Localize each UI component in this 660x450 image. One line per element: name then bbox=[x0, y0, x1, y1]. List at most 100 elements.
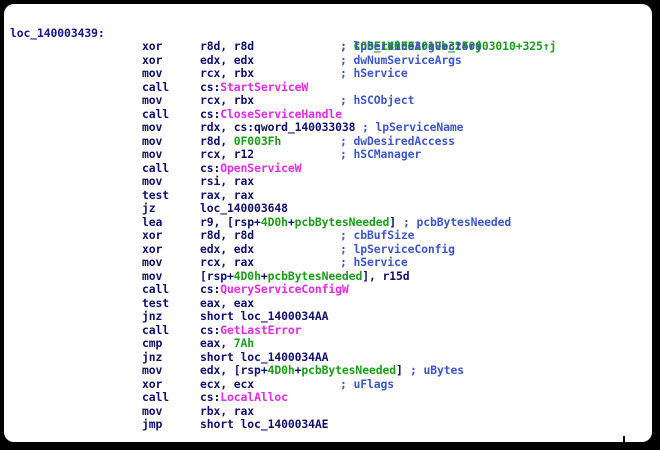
mnemonic: test bbox=[142, 187, 170, 202]
numeric-operand: 4D0h bbox=[233, 268, 261, 283]
comment: ; hSCManager bbox=[340, 147, 422, 161]
mnemonic: jz bbox=[142, 201, 156, 215]
api-name[interactable]: OpenServiceW bbox=[220, 160, 302, 175]
operand-text: short loc_1400034AE bbox=[200, 417, 329, 431]
operand-text: rcx, rax bbox=[200, 255, 255, 269]
operand-text: cs: bbox=[200, 322, 221, 337]
operand-text: short loc_1400034AA bbox=[200, 309, 329, 323]
instruction-line[interactable]: mov rcx, rax ; hService bbox=[10, 255, 650, 270]
xref-comment-2[interactable]: ; sub_140003010+32F↑j bbox=[340, 39, 482, 53]
mnemonic: mov bbox=[142, 255, 163, 269]
instruction-line[interactable]: mov[rsp+4D0h+pcbBytesNeeded], r15d bbox=[10, 268, 650, 284]
instruction-line[interactable]: call cs:LocalAlloc bbox=[10, 390, 650, 405]
numeric-operand: 7Ah bbox=[233, 336, 255, 350]
operand-text: rbx, rax bbox=[200, 403, 255, 418]
label-line: loc_140003439: ; CODE XREF: sub_14000301… bbox=[10, 13, 650, 53]
operands: cs:OpenServiceW bbox=[200, 160, 302, 176]
operand-text: edx, edx bbox=[200, 241, 255, 256]
comment: ; lpServiceName bbox=[362, 120, 464, 134]
mnemonic: mov bbox=[142, 133, 163, 148]
operands: edx, [rsp+4D0h+pcbBytesNeeded] bbox=[200, 363, 410, 378]
api-name[interactable]: GetLastError bbox=[220, 322, 302, 337]
mnemonic: call bbox=[142, 160, 170, 175]
operands: cs:LocalAlloc bbox=[200, 390, 288, 405]
operands: short loc_1400034AA bbox=[200, 309, 329, 324]
operands: short loc_1400034AE bbox=[200, 417, 329, 432]
operand-text: cs: bbox=[200, 79, 221, 94]
mnemonic: mov bbox=[142, 66, 163, 80]
operands: edx, edx bbox=[200, 52, 255, 68]
operand-text: + bbox=[294, 363, 302, 377]
instruction-line[interactable]: jz loc_140003648 bbox=[10, 201, 650, 216]
disassembly-listing: loc_140003439: ; CODE XREF: sub_14000301… bbox=[10, 13, 650, 432]
operand-text: edx, [rsp+ bbox=[200, 363, 268, 377]
operand-text: ecx, ecx bbox=[200, 376, 255, 391]
comment: ; cbBufSize bbox=[340, 228, 415, 242]
operand-text: r8d, r8d bbox=[200, 39, 255, 53]
operand-text: short loc_1400034AA bbox=[200, 349, 329, 364]
api-name[interactable]: QueryServiceConfigW bbox=[220, 282, 349, 296]
operands: rbx, rax bbox=[200, 403, 255, 419]
comment: ; lpServiceArgVectors bbox=[340, 39, 482, 53]
code-label[interactable]: loc_140003439: bbox=[10, 25, 105, 40]
operands: cs:QueryServiceConfigW bbox=[200, 282, 349, 297]
operands: [rsp+4D0h+pcbBytesNeeded], r15d bbox=[200, 268, 410, 284]
api-name[interactable]: StartServiceW bbox=[220, 79, 309, 94]
comment: ; uBytes bbox=[410, 363, 465, 377]
operands: rcx, rax bbox=[200, 255, 255, 270]
xref-comment[interactable]: ; CODE XREF: sub_140003010+325↑j bbox=[340, 39, 557, 53]
operands: r8d, r8d bbox=[200, 228, 254, 243]
numeric-operand: pcbBytesNeeded bbox=[294, 214, 390, 229]
mnemonic: jnz bbox=[142, 309, 163, 323]
instruction-line[interactable]: jnz short loc_1400034AA bbox=[10, 309, 650, 324]
operands: r8d, r8d bbox=[200, 39, 255, 54]
operand-text: cs: bbox=[200, 282, 221, 296]
operand-text: eax, eax bbox=[200, 295, 255, 310]
operand-text: cs: bbox=[200, 160, 221, 175]
operands: rcx, r12 bbox=[200, 147, 254, 162]
numeric-operand: 4D0h bbox=[260, 214, 288, 229]
text-cursor bbox=[623, 436, 625, 442]
instruction-line[interactable]: mov edx, [rsp+4D0h+pcbBytesNeeded] ; uByt… bbox=[10, 363, 650, 378]
operands: edx, edx bbox=[200, 241, 255, 257]
mnemonic: call bbox=[142, 390, 170, 404]
operands: rsi, rax bbox=[200, 174, 255, 189]
comment: ; hSCObject bbox=[340, 93, 415, 107]
operands: loc_140003648 bbox=[200, 201, 288, 216]
instruction-line[interactable]: call cs:OpenServiceW bbox=[10, 160, 650, 176]
operand-text: edx, edx bbox=[200, 52, 255, 67]
operands: r8d, 0F003Fh bbox=[200, 134, 281, 149]
mnemonic: lea bbox=[142, 214, 163, 229]
api-name[interactable]: LocalAlloc bbox=[220, 390, 288, 404]
numeric-operand: 4D0h bbox=[267, 363, 295, 377]
mnemonic: mov bbox=[142, 363, 163, 377]
api-name[interactable]: CloseServiceHandle bbox=[220, 106, 342, 121]
operand-text: rsi, rax bbox=[200, 174, 255, 188]
mnemonic: mov bbox=[142, 93, 163, 107]
mnemonic: xor bbox=[142, 376, 163, 391]
comment: ; hService bbox=[340, 255, 408, 269]
mnemonic: call bbox=[142, 106, 170, 121]
